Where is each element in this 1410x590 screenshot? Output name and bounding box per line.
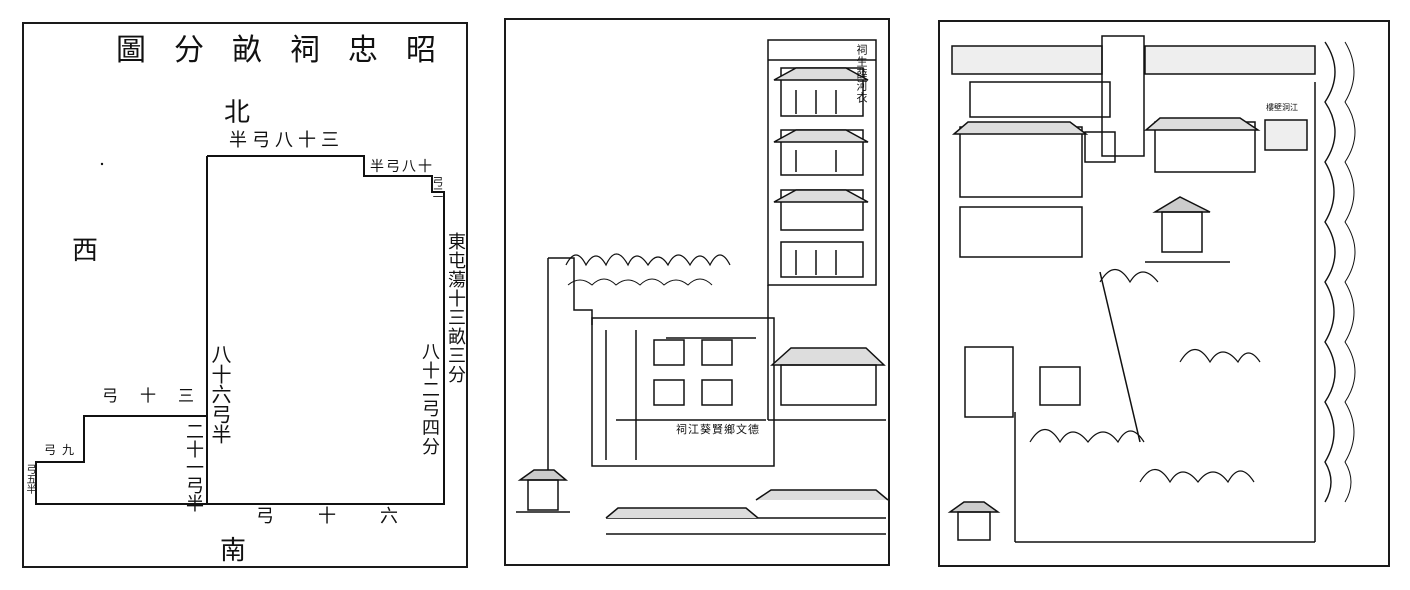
plan-outline <box>35 155 445 505</box>
north-label: 北 <box>224 98 251 128</box>
center-dimension: 八十六弓半 <box>208 344 232 444</box>
temple-illustration-panel: 祠生薛河衣 祠江葵賢鄉文德 <box>504 18 890 566</box>
garden-side-label: 樓壁洞江 <box>1266 103 1298 112</box>
temple-buildings-drawing <box>516 39 888 535</box>
east-edge-dimension: 八十二弓四分 <box>419 342 440 456</box>
south-label: 南 <box>220 536 247 566</box>
left-step-dimension: 弓十三 <box>102 386 217 405</box>
south-edge-dimension: 弓十六 <box>256 506 442 527</box>
east-area-note: 東屯蕩十三畝三分 <box>445 232 466 384</box>
lower-temple-label: 祠江葵賢鄉文德 <box>676 423 760 436</box>
inner-step-dimension: 二十一弓半 <box>183 422 204 512</box>
left-edge-dimension: 弓五半 <box>24 464 35 494</box>
small-step-dimension: 弓三 <box>431 176 444 198</box>
garden-drawing <box>947 35 1356 543</box>
top-step-dimension: 半弓八十 <box>370 159 434 175</box>
upper-temple-label: 祠生薛河衣 <box>855 44 868 104</box>
land-plan-panel: 圖分畝祠忠昭 北 南 西 半弓八十三 半弓八十 弓三 東屯蕩十三畝三分 八十二弓… <box>22 22 468 568</box>
garden-illustration-panel: 樓壁洞江 <box>938 20 1390 567</box>
plan-title: 圖分畝祠忠昭 <box>116 33 464 68</box>
top-edge-dimension: 半弓八十三 <box>229 130 344 151</box>
left-low-dimension: 弓九 <box>44 443 81 457</box>
west-label: 西 <box>72 236 99 266</box>
